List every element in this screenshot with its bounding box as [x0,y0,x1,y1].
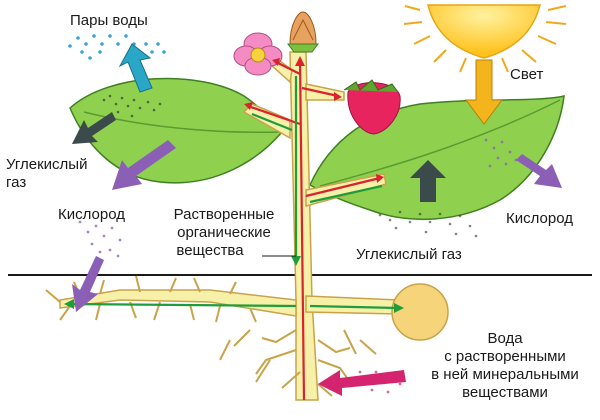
water-arrow [318,370,406,396]
label-dissolved-3: вещества [176,242,244,259]
oxygen-arrow-left-out [112,140,176,190]
label-dissolved-2: органические [177,224,271,241]
tuber-icon [391,283,449,341]
oxygen-dots-right [484,138,518,168]
label-light: Свет [510,66,544,83]
label-dissolved-1: Растворенные [173,206,275,223]
oxygen-arrow-left-down [72,256,104,312]
flower-icon [233,32,283,76]
oxygen-arrow-right [516,154,562,188]
left-leaf [69,77,284,184]
bud-icon [287,11,319,53]
water-vapor-dots [68,34,166,60]
label-water-4: веществами [462,384,548,401]
root-system [45,275,377,397]
label-water-3: в ней минеральными [431,366,579,383]
label-water-2: с растворенными [444,348,566,365]
label-co2-left-2: газ [6,174,27,191]
co2-arrow-right [410,160,446,202]
label-co2-right: Углекислый газ [356,246,462,263]
label-water-1: Вода [487,330,523,347]
strawberry-icon [343,79,401,135]
label-co2-left-1: Углекислый [6,156,88,173]
co2-dots-left-leaf [102,94,162,118]
label-water-vapor: Пары воды [70,12,148,29]
co2-arrow-left [72,112,116,144]
light-arrow [465,59,503,125]
transport-arrows [64,56,404,401]
oxygen-dots-left [78,220,122,258]
label-oxygen-left: Кислород [58,206,125,223]
water-vapor-arrow [118,43,153,93]
label-oxygen-right: Кислород [506,210,573,227]
co2-dots-right-leaf [378,210,478,238]
sun-icon [403,4,567,73]
